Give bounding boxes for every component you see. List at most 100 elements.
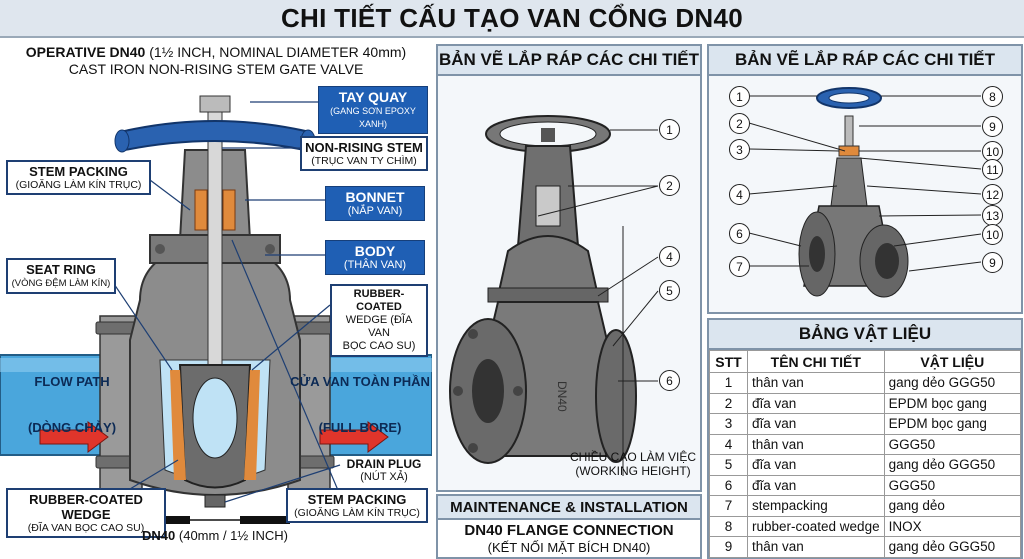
flange-connection-vi: (KẾT NỐI MẶT BÍCH DN40) <box>487 540 651 555</box>
bonnet-label-en: BONNET <box>345 189 405 205</box>
row-stt: 1 <box>709 372 748 394</box>
valve-cross-section-drawing <box>0 95 432 524</box>
stem-label: NON-RISING STEM (TRỤC VAN TY CHÌM) <box>300 136 428 171</box>
row-part-name: thân van <box>747 536 885 558</box>
body-label-en: BODY <box>354 243 396 259</box>
full-bore-label: CỬA VAN TOÀN PHẦN (FULL BORE) <box>290 372 430 438</box>
row-part-name: thân van <box>747 372 885 394</box>
assembly-panel: BẢN VẼ LẮP RÁP CÁC CHI TIẾT DN40 1 <box>436 44 702 492</box>
row-material: GGG50 <box>883 433 1022 455</box>
row-part-name: thân van <box>747 433 885 455</box>
working-height-label: CHIỀU CAO LÀM VIỆC (WORKING HEIGHT) <box>566 450 700 478</box>
row-stt: 9 <box>709 536 748 558</box>
heading-bold: OPERATIVE DN40 <box>25 44 146 60</box>
handwheel-label-vi: (GANG SƠN EPOXY XANH) <box>330 106 416 129</box>
part-num-4: 4 <box>729 184 750 205</box>
row-part-name: rubber-coated wedge <box>747 515 885 537</box>
full-bore-l1: CỬA VAN TOÀN PHẦN <box>290 374 430 389</box>
row-part-name: đĩa van <box>747 392 885 414</box>
flow-path-l1: FLOW PATH <box>34 374 110 389</box>
body-label: BODY (THÂN VAN) <box>325 240 425 275</box>
row-stt: 7 <box>709 495 748 517</box>
row-part-name: đĩa van <box>747 474 885 496</box>
materials-panel: BẢNG VẬT LIỆU STT TÊN CHI TIẾT VẬT LIỆU … <box>707 318 1023 559</box>
handwheel-label-en: TAY QUAY <box>338 89 408 105</box>
materials-table-header-row: STT TÊN CHI TIẾT VẬT LIỆU <box>709 350 1022 373</box>
part-num-8: 8 <box>982 86 1003 107</box>
callout-6: 6 <box>659 370 680 391</box>
dimension-rest: (40mm / 1½ INCH) <box>175 528 288 543</box>
body-label-vi: (THÂN VAN) <box>343 259 407 271</box>
part-num-1: 1 <box>729 86 750 107</box>
row-stt: 6 <box>709 474 748 496</box>
part-num-10: 10 <box>982 141 1003 162</box>
seat-ring-en: SEAT RING <box>26 262 96 277</box>
col-stt: STT <box>709 350 748 373</box>
working-height-vi: CHIỀU CAO LÀM VIỆC <box>569 450 697 464</box>
part-num-6: 6 <box>729 223 750 244</box>
stem-packing-bottom-vi: (GIOĂNG LÀM KÍN TRỤC) <box>294 507 420 519</box>
stem-packing-bottom-en: STEM PACKING <box>307 492 407 507</box>
dimension-bold: DN40 <box>142 528 176 543</box>
rubber-wedge-right-l1: RUBBER-COATED <box>353 288 405 313</box>
callout-4: 4 <box>659 246 680 267</box>
drain-plug-vi: (NÚT XẢ) <box>360 471 408 483</box>
row-material: INOX <box>883 515 1022 537</box>
drain-plug-label: DRAIN PLUG (NÚT XẢ) <box>340 458 428 484</box>
part-num-11: 11 <box>982 159 1003 180</box>
rubber-wedge-label: RUBBER-COATED WEDGE (ĐĨA VAN BỌC CAO SU) <box>6 488 166 538</box>
row-part-name: stempacking <box>747 495 885 517</box>
section-heading: OPERATIVE DN40 (1½ INCH, NOMINAL DIAMETE… <box>0 44 432 78</box>
flow-path-label: FLOW PATH (DÒNG CHẢY) <box>22 372 122 438</box>
part-num-3: 3 <box>729 139 750 160</box>
working-height-en: (WORKING HEIGHT) <box>575 464 691 478</box>
valve-3d-drawing: DN40 <box>449 115 659 476</box>
rubber-wedge-right-l2: WEDGE (ĐĨA VAN <box>345 314 413 339</box>
row-stt: 5 <box>709 454 748 476</box>
handwheel-label: TAY QUAY (GANG SƠN EPOXY XANH) <box>318 86 428 134</box>
row-material: gang dẻo GGG50 <box>883 536 1022 558</box>
maintenance-header: MAINTENANCE & INSTALLATION <box>438 496 700 520</box>
stem-packing-bottom-label: STEM PACKING (GIOĂNG LÀM KÍN TRỤC) <box>286 488 428 523</box>
row-material: EPDM bọc gang <box>883 413 1022 435</box>
stem-packing-en: STEM PACKING <box>29 164 128 179</box>
parts-diagram-panel: BẢN VẼ LẮP RÁP CÁC CHI TIẾT 1 2 3 4 6 7 … <box>707 44 1023 314</box>
part-num-9b: 9 <box>982 252 1003 273</box>
col-name: TÊN CHI TIẾT <box>747 350 885 373</box>
bonnet-label: BONNET (NẮP VAN) <box>325 186 425 221</box>
casting-mark: DN40 <box>555 381 569 412</box>
row-stt: 8 <box>709 515 748 537</box>
heading-rest: (1½ INCH, NOMINAL DIAMETER 40mm) <box>145 44 407 60</box>
full-bore-l2: (FULL BORE) <box>318 420 402 435</box>
page-title-bar: CHI TIẾT CẤU TẠO VAN CỔNG DN40 <box>0 0 1024 38</box>
flow-path-l2: (DÒNG CHẢY) <box>27 420 117 435</box>
row-stt: 3 <box>709 413 748 435</box>
section-subheading: CAST IRON NON-RISING STEM GATE VALVE <box>68 61 364 77</box>
row-material: gang dẻo GGG50 <box>883 372 1022 394</box>
callout-5: 5 <box>659 280 680 301</box>
stem-label-vi: (TRỤC VAN TY CHÌM) <box>311 155 417 167</box>
flange-connection-en: DN40 FLANGE CONNECTION <box>464 522 674 539</box>
part-num-7: 7 <box>729 256 750 277</box>
rubber-wedge-right-l3: BỌC CAO SU) <box>342 340 416 352</box>
callout-1: 1 <box>659 119 680 140</box>
row-material: EPDM bọc gang <box>883 392 1022 414</box>
part-num-2: 2 <box>729 113 750 134</box>
row-material: GGG50 <box>883 474 1022 496</box>
part-num-12: 12 <box>982 184 1003 205</box>
rubber-wedge-en: RUBBER-COATED WEDGE <box>29 492 143 522</box>
seat-ring-label: SEAT RING (VÒNG ĐỆM LÀM KÍN) <box>6 258 116 294</box>
bonnet-label-vi: (NẮP VAN) <box>347 205 403 217</box>
assembly-panel-header: BẢN VẼ LẮP RÁP CÁC CHI TIẾT <box>438 46 700 76</box>
seat-ring-vi: (VÒNG ĐỆM LÀM KÍN) <box>11 278 111 289</box>
row-material: gang dẻo GGG50 <box>883 454 1022 476</box>
valve-parts-drawing <box>748 87 982 298</box>
row-stt: 2 <box>709 392 748 414</box>
row-material: gang dẻo <box>883 495 1022 517</box>
